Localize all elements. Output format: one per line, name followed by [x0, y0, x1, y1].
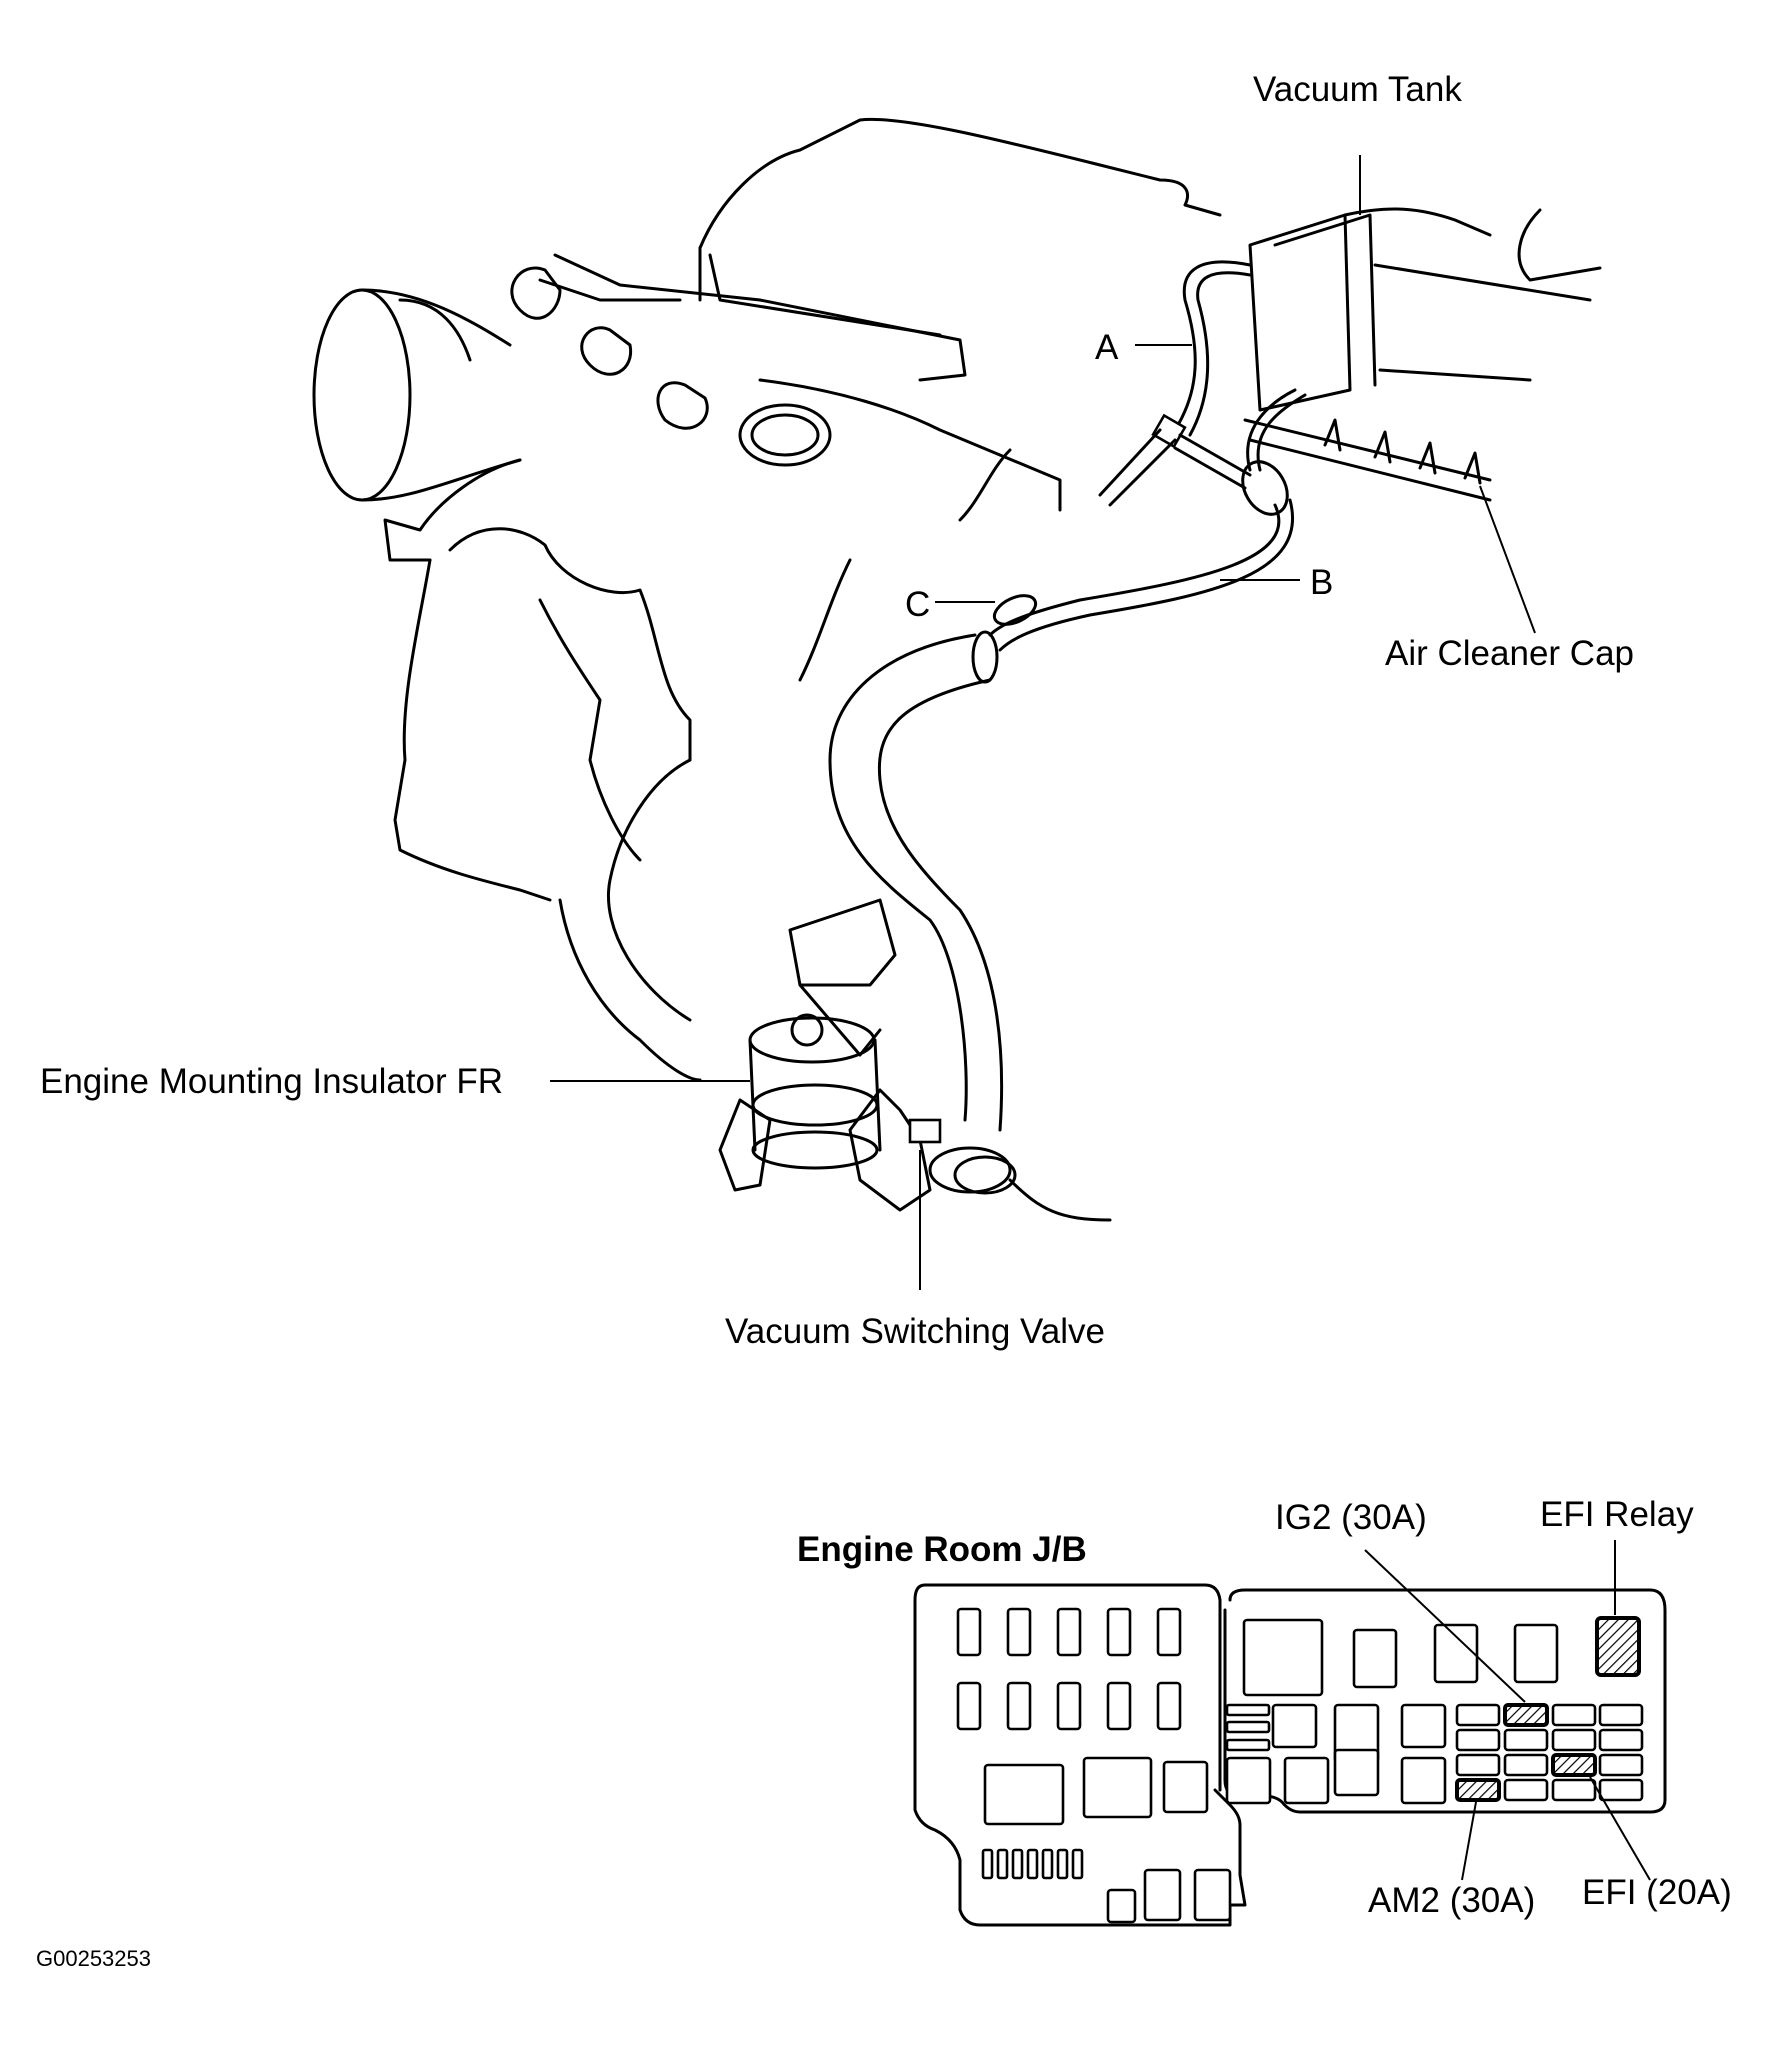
vacuum-tank-illustration	[1243, 155, 1602, 502]
engine-outline	[312, 117, 1222, 1082]
air-cleaner-cap-label: Air Cleaner Cap	[1385, 634, 1634, 673]
mini-fuse-strip	[981, 1848, 1084, 1880]
engine-mount-illustration	[718, 898, 897, 1192]
ig2-fuse-label: IG2 (30A)	[1275, 1498, 1427, 1537]
am2-fuse-label: AM2 (30A)	[1368, 1881, 1536, 1920]
efi-relay-label: EFI Relay	[1540, 1495, 1694, 1534]
vacuum-switching-valve-label: Vacuum Switching Valve	[725, 1312, 1105, 1351]
engine-mounting-insulator-label: Engine Mounting Insulator FR	[40, 1062, 504, 1101]
am2-fuse-slot	[1455, 1778, 1501, 1802]
hose-c-label: C	[905, 585, 931, 624]
hose-a	[1098, 260, 1252, 507]
figure-id-code: G00253253	[36, 1946, 151, 1971]
efi-fuse-slot	[1551, 1753, 1597, 1777]
fuse-grid	[1455, 1703, 1644, 1802]
efi-fuse-label: EFI (20A)	[1582, 1873, 1732, 1912]
vacuum-switching-valve-illustration	[848, 1088, 1112, 1290]
hose-c	[935, 594, 1038, 626]
efi-relay-slot	[1595, 1616, 1641, 1677]
ig2-fuse-slot	[1503, 1703, 1549, 1727]
fuse-row-1	[956, 1607, 1182, 1657]
main-vacuum-hose	[828, 630, 1004, 1132]
hose-b-label: B	[1310, 563, 1334, 602]
fuse-row-2	[956, 1681, 1182, 1731]
hose-a-label: A	[1095, 328, 1119, 367]
junction-block	[913, 1540, 1667, 1927]
vacuum-tank-label: Vacuum Tank	[1253, 70, 1462, 109]
hose-b	[988, 388, 1307, 652]
junction-block-title: Engine Room J/B	[797, 1530, 1087, 1569]
